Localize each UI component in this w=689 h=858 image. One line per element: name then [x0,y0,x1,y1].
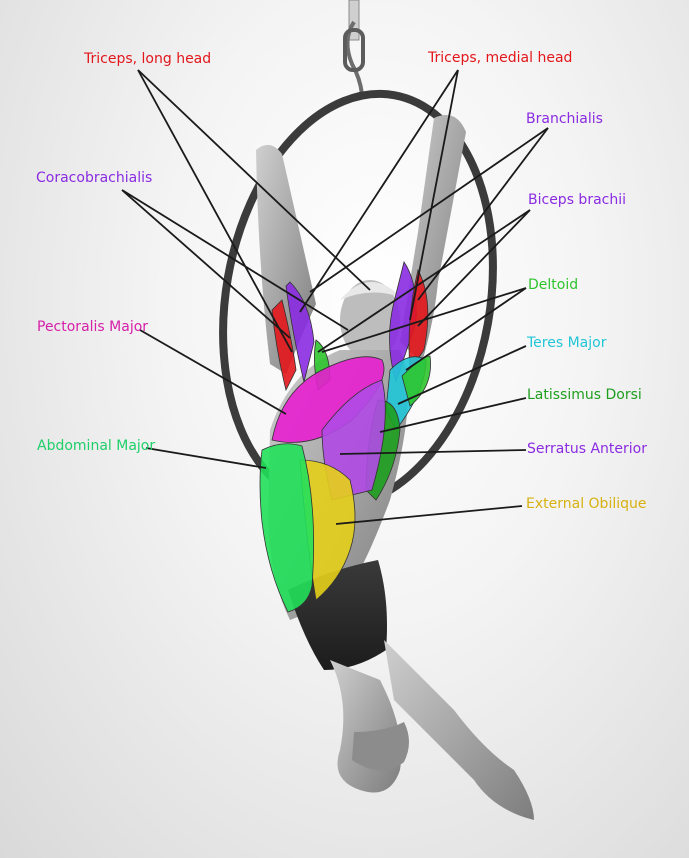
leader-line [417,209,531,327]
leader-line [409,69,459,321]
leader-line [299,69,459,313]
leader-lines [121,69,549,525]
leader-line [137,69,371,291]
leader-line [139,329,287,415]
label-triceps-medial-head: Triceps, medial head [428,50,573,66]
label-biceps-brachii: Biceps brachii [528,192,627,208]
label-triceps-long-head: Triceps, long head [84,51,212,67]
leader-line [145,447,267,469]
leader-line [321,287,527,353]
leader-line [121,189,349,331]
leader-line [335,505,523,525]
label-coracobrachialis: Coracobrachialis [36,170,153,186]
leader-line [379,397,527,433]
leader-line [405,287,527,371]
rigging [343,0,365,95]
label-deltoid: Deltoid [528,277,579,293]
label-pectoralis-major: Pectoralis Major [37,319,149,335]
label-abdominal-major: Abdominal Major [37,438,156,454]
label-teres-major: Teres Major [527,335,607,351]
leader-line [339,449,527,455]
leader-line [121,189,291,339]
triceps-region-left [271,299,297,392]
label-serratus-anterior: Serratus Anterior [527,441,647,457]
label-external-obilique: External Obilique [526,496,647,512]
label-branchialis: Branchialis [526,111,603,127]
leader-line [397,345,527,405]
leader-line [309,127,549,293]
leader-line [137,69,293,353]
muscle-regions [259,261,431,613]
abdominal-region [259,443,315,613]
label-latissimus-dorsi: Latissimus Dorsi [527,387,642,403]
leader-line [317,209,531,353]
